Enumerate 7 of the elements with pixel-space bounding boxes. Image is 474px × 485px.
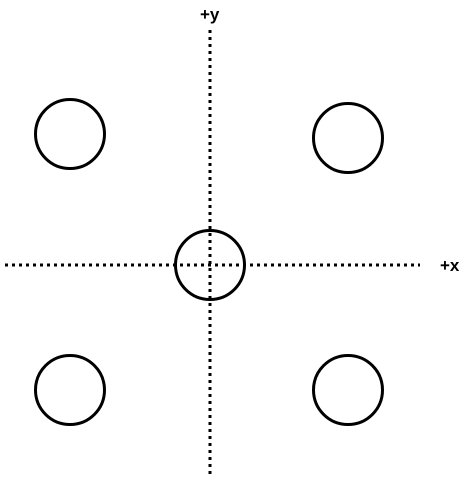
circle-shape	[34, 354, 106, 426]
circle-shape	[312, 354, 384, 426]
circle-shape	[34, 98, 106, 170]
circle-shape	[312, 102, 384, 174]
circle-shape	[174, 229, 246, 301]
axis-label: +x	[440, 257, 460, 274]
axis-label: +y	[200, 6, 220, 23]
